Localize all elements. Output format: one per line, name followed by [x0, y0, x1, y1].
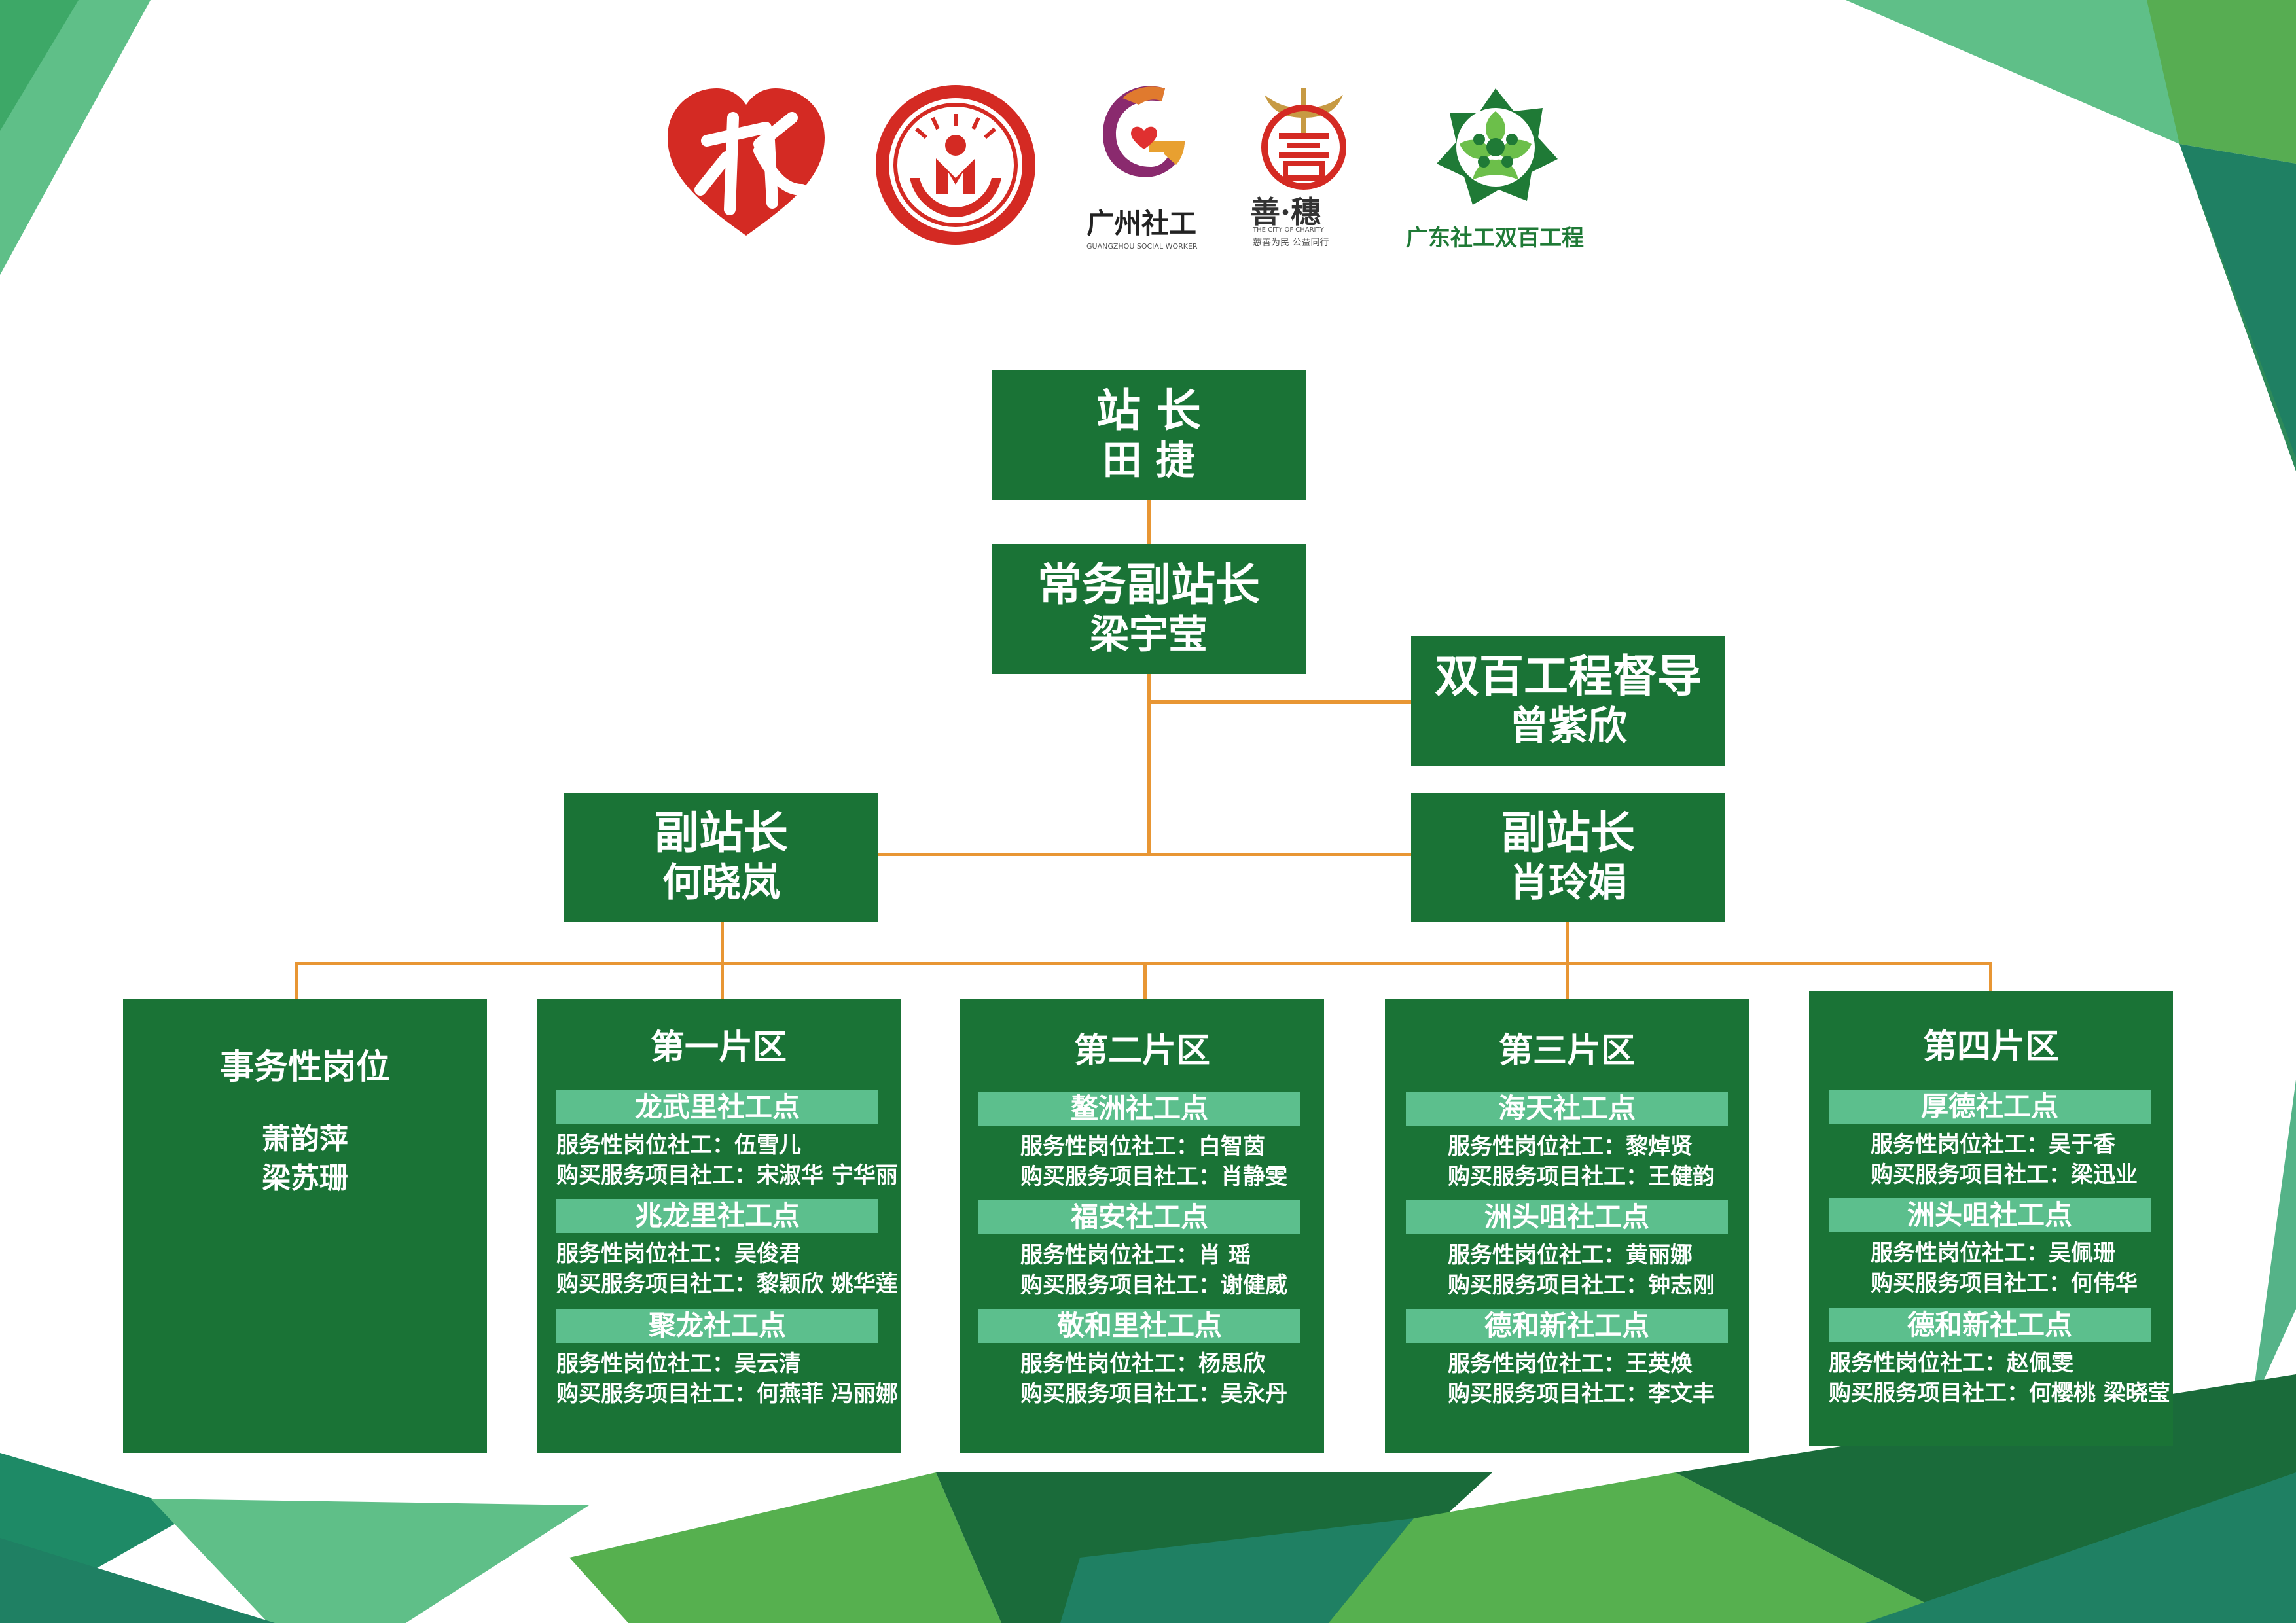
district-4-point-2: 洲头咀社工点: [1829, 1198, 2151, 1232]
district-1-point-1-purchase: 购买服务项目社工：宋淑华 宁华丽: [556, 1162, 898, 1188]
guangzhou-social-worker-sub: GUANGZHOU SOCIAL WORKER: [1086, 242, 1198, 251]
heart-logo: [668, 88, 825, 236]
admin-title: 事务性岗位: [219, 1047, 390, 1087]
deputy-right-title: 副站长: [1501, 807, 1635, 859]
supervisor-name: 曾紫欣: [1509, 704, 1627, 749]
district-1-point-1-post: 服务性岗位社工：伍雪儿: [556, 1132, 801, 1158]
district-3-point-1: 海天社工点: [1406, 1092, 1728, 1126]
district-4-point-2-purchase: 购买服务项目社工：何伟华: [1871, 1270, 2138, 1296]
district-2-point-1-purchase: 购买服务项目社工：肖静雯: [1020, 1164, 1287, 1190]
supervisor-box: 双百工程督导 曾紫欣: [1411, 636, 1725, 766]
district-2-point-3-purchase: 购买服务项目社工：吴永丹: [1020, 1381, 1287, 1407]
district-1-point-2-purchase: 购买服务项目社工：黎颖欣 姚华莲: [556, 1271, 898, 1297]
district-2-point-2-post: 服务性岗位社工：肖 瑶: [1020, 1242, 1251, 1268]
deputy-left-name: 何晓岚: [662, 860, 780, 906]
guangzhou-social-worker-logo: [1103, 86, 1185, 177]
district-4-point-2-post: 服务性岗位社工：吴佩珊: [1871, 1240, 2115, 1266]
connector-drop-admin: [295, 962, 298, 999]
district-3-point-3: 德和新社工点: [1406, 1309, 1728, 1343]
district-4-point-1-purchase: 购买服务项目社工：梁迅业: [1871, 1162, 2138, 1188]
city-of-charity-emblem: [1261, 88, 1346, 190]
district-3-column: 第三片区 海天社工点 服务性岗位社工：黎焯贤 购买服务项目社工：王健韵 洲头咀社…: [1385, 999, 1749, 1453]
connector-drop-district-2: [1143, 962, 1147, 999]
district-2-point-2-purchase: 购买服务项目社工：谢健威: [1020, 1272, 1287, 1298]
deputy-right-box: 副站长 肖玲娟: [1411, 793, 1725, 922]
admin-staff-2: 梁苏珊: [262, 1162, 348, 1195]
district-3-point-3-purchase: 购买服务项目社工：李文丰: [1448, 1381, 1715, 1407]
district-2-point-3: 敬和里社工点: [978, 1309, 1300, 1343]
exec-box: 常务副站长 梁宇莹: [992, 544, 1306, 674]
city-of-charity-label: 善·穗: [1250, 194, 1321, 230]
district-3-title: 第三片区: [1498, 1031, 1635, 1071]
district-4-column: 第四片区 厚德社工点 服务性岗位社工：吴于香 购买服务项目社工：梁迅业 洲头咀社…: [1809, 991, 2173, 1446]
deputy-right-name: 肖玲娟: [1509, 860, 1627, 906]
district-1-title: 第一片区: [650, 1027, 787, 1067]
city-of-charity-sub: THE CITY OF CHARITY: [1253, 226, 1324, 234]
district-3-point-2-post: 服务性岗位社工：黄丽娜: [1448, 1242, 1693, 1268]
district-3-point-2: 洲头咀社工点: [1406, 1200, 1728, 1234]
admin-column: 事务性岗位 萧韵萍 梁苏珊: [123, 999, 487, 1453]
district-4-point-3: 德和新社工点: [1829, 1308, 2151, 1342]
district-1-column: 第一片区 龙武里社工点 服务性岗位社工：伍雪儿 购买服务项目社工：宋淑华 宁华丽…: [537, 999, 901, 1453]
deputy-left-box: 副站长 何晓岚: [564, 793, 878, 922]
connector-drop-district-4: [1989, 962, 1992, 992]
head-name: 田 捷: [1102, 438, 1195, 484]
district-3-point-2-purchase: 购买服务项目社工：钟志刚: [1448, 1272, 1715, 1298]
connector-deputy-left-down: [721, 921, 724, 965]
exec-name: 梁宇莹: [1090, 612, 1208, 658]
district-2-point-1-post: 服务性岗位社工：白智茵: [1020, 1133, 1265, 1160]
district-1-point-3-post: 服务性岗位社工：吴云清: [556, 1351, 801, 1377]
head-box: 站 长 田 捷: [992, 370, 1306, 500]
district-2-point-2: 福安社工点: [978, 1200, 1300, 1234]
district-1-point-3: 聚龙社工点: [556, 1309, 878, 1343]
district-4-point-3-post: 服务性岗位社工：赵佩雯: [1829, 1350, 2073, 1376]
city-of-charity-slogan: 慈善为民 公益同行: [1253, 238, 1329, 248]
civil-affairs-emblem: [876, 85, 1035, 245]
admin-staff-1: 萧韵萍: [262, 1122, 348, 1156]
district-3-point-1-purchase: 购买服务项目社工：王健韵: [1448, 1164, 1715, 1190]
head-title: 站 长: [1096, 385, 1201, 437]
connector-deputy-right-down: [1566, 921, 1569, 965]
guangdong-double-hundred-label: 广东社工双百工程: [1406, 225, 1584, 251]
district-2-column: 第二片区 鳌洲社工点 服务性岗位社工：白智茵 购买服务项目社工：肖静雯 福安社工…: [960, 999, 1324, 1453]
district-4-point-1-post: 服务性岗位社工：吴于香: [1871, 1132, 2115, 1158]
connector-drop-district-3: [1566, 962, 1569, 999]
connector-drop-district-1: [721, 962, 724, 999]
deputy-left-title: 副站长: [654, 807, 788, 859]
guangzhou-social-worker-label: 广州社工: [1086, 207, 1197, 240]
district-1-point-3-purchase: 购买服务项目社工：何燕菲 冯丽娜: [556, 1381, 898, 1407]
district-2-point-3-post: 服务性岗位社工：杨思欣: [1020, 1351, 1265, 1377]
district-2-point-1: 鳌洲社工点: [978, 1092, 1300, 1126]
exec-title: 常务副站长: [1037, 559, 1260, 611]
district-1-point-2-post: 服务性岗位社工：吴俊君: [556, 1241, 801, 1267]
connector-head-exec: [1147, 499, 1151, 544]
connector-deputies-horizontal: [877, 853, 1412, 856]
guangdong-double-hundred-emblem: [1437, 88, 1558, 205]
supervisor-title: 双百工程督导: [1434, 651, 1702, 703]
district-3-point-3-post: 服务性岗位社工：王英焕: [1448, 1351, 1693, 1377]
district-1-point-1: 龙武里社工点: [556, 1090, 878, 1124]
district-3-point-1-post: 服务性岗位社工：黎焯贤: [1448, 1133, 1693, 1160]
district-4-point-3-purchase: 购买服务项目社工：何樱桃 梁晓莹: [1829, 1380, 2170, 1406]
connector-supervisor: [1147, 700, 1411, 704]
district-2-title: 第二片区: [1073, 1031, 1210, 1071]
district-1-point-2: 兆龙里社工点: [556, 1199, 878, 1233]
district-4-point-1: 厚德社工点: [1829, 1090, 2151, 1124]
district-4-title: 第四片区: [1922, 1027, 2059, 1067]
connector-exec-deputies: [1147, 674, 1151, 856]
